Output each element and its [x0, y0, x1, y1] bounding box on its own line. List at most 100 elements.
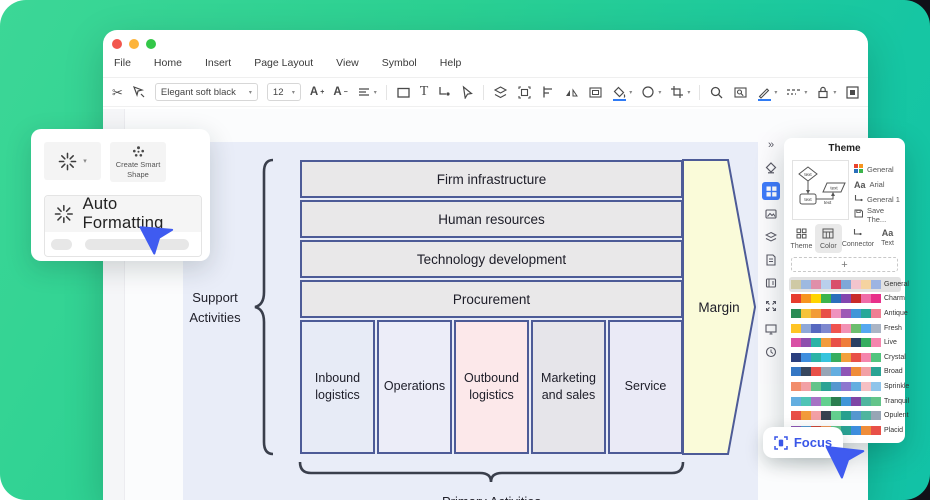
menu-item-insert[interactable]: Insert — [204, 57, 232, 69]
collapse-chevrons-icon[interactable]: » — [767, 139, 775, 151]
palette-row-broad[interactable]: Broad — [789, 365, 903, 380]
add-palette-button[interactable]: + — [791, 257, 898, 272]
theme-grid-icon[interactable] — [762, 182, 780, 200]
palette-row-fresh[interactable]: Fresh — [789, 321, 902, 336]
create-smart-shape-button[interactable]: Create Smart Shape — [110, 142, 166, 182]
layers-icon[interactable] — [762, 228, 780, 246]
shape-style-button[interactable]: ▾ — [641, 85, 661, 99]
palette-row-crystal[interactable]: Crystal — [789, 350, 906, 365]
theme-setting-general-1[interactable]: General 1 — [854, 192, 904, 207]
color-chip — [871, 308, 881, 318]
flip-mirror-button[interactable] — [564, 85, 579, 99]
support-row-shape[interactable]: Procurement — [300, 280, 683, 318]
lock-button[interactable]: ▾ — [816, 85, 836, 99]
color-chip — [831, 323, 841, 333]
text-align-button[interactable]: ▾ — [357, 85, 377, 99]
palette-row-charm[interactable]: Charm — [789, 292, 905, 307]
line-color-swatch — [758, 98, 772, 101]
background-image-icon[interactable] — [762, 205, 780, 223]
history-icon[interactable] — [762, 343, 780, 361]
color-chip — [831, 411, 841, 421]
cut-icon[interactable]: ✂ — [112, 84, 123, 100]
primary-column-shape[interactable]: Inbound logistics — [300, 320, 375, 454]
palette-row-antique[interactable]: Antique — [789, 306, 908, 321]
color-chip — [811, 279, 821, 289]
crop-button[interactable]: ▾ — [670, 85, 690, 99]
focus-button[interactable]: Focus — [763, 427, 843, 458]
fill-color-button[interactable]: ▾ — [612, 86, 632, 101]
expand-arrows-icon[interactable] — [762, 297, 780, 315]
line-color-button[interactable]: ▾ — [757, 86, 777, 101]
auto-formatting-button[interactable]: Auto Formatting — [45, 196, 201, 232]
support-row-shape[interactable]: Technology development — [300, 240, 683, 278]
palette-name: Broad — [884, 368, 903, 376]
group-button[interactable] — [517, 85, 532, 100]
menu-item-symbol[interactable]: Symbol — [381, 57, 417, 69]
smart-shape-button[interactable]: ▾ — [44, 142, 101, 180]
shape-rectangle-button[interactable] — [396, 85, 411, 100]
line-style-button[interactable]: ▾ — [786, 86, 807, 98]
layers-button[interactable] — [493, 85, 508, 100]
align-button[interactable] — [541, 85, 555, 99]
increase-font-button[interactable]: A+ — [309, 86, 325, 98]
library-icon[interactable] — [762, 274, 780, 292]
fill-style-icon[interactable] — [762, 159, 780, 177]
decrease-font-button[interactable]: A− — [333, 86, 348, 98]
notes-icon[interactable] — [762, 251, 780, 269]
theme-setting-general[interactable]: General — [854, 162, 904, 177]
font-size-select[interactable]: 12▾ — [266, 83, 301, 101]
palette-row-live[interactable]: Live — [789, 335, 901, 350]
format-painter-icon[interactable] — [132, 85, 146, 99]
insert-image-button[interactable] — [845, 85, 860, 100]
palette-row-sprinkle[interactable]: Sprinkle — [789, 379, 909, 394]
color-chip — [791, 352, 801, 362]
insert-text-button[interactable]: T — [419, 84, 429, 99]
color-chip — [851, 338, 861, 348]
palette-row-general[interactable]: General — [789, 277, 909, 292]
palette-grid-icon — [854, 164, 863, 175]
support-row-shape[interactable]: Human resources — [300, 200, 683, 238]
primary-column-shape[interactable]: Marketing and sales — [531, 320, 606, 454]
theme-setting-label: General 1 — [867, 195, 900, 204]
theme-setting-save-the-[interactable]: Save The... — [854, 206, 904, 224]
tab-theme[interactable]: Theme — [788, 224, 815, 253]
toolbar-separator — [385, 84, 387, 100]
minimize-window-button[interactable] — [129, 39, 139, 49]
margin-shape[interactable] — [682, 159, 757, 455]
color-chip — [791, 308, 801, 318]
zoom-search-button[interactable] — [709, 85, 724, 100]
theme-preview[interactable]: text text text text — [792, 160, 849, 220]
menu-item-view[interactable]: View — [336, 57, 359, 69]
find-replace-button[interactable] — [733, 85, 748, 100]
menu-item-help[interactable]: Help — [439, 57, 462, 69]
color-chip — [801, 308, 811, 318]
color-chip — [791, 323, 801, 333]
palette-row-opulent[interactable]: Opulent — [789, 408, 909, 423]
pointer-tool-button[interactable] — [460, 85, 474, 99]
primary-column-shape[interactable]: Operations — [377, 320, 452, 454]
color-chip — [801, 396, 811, 406]
menu-item-file[interactable]: File — [114, 57, 131, 69]
presentation-icon[interactable] — [762, 320, 780, 338]
menu-item-page-layout[interactable]: Page Layout — [254, 57, 314, 69]
color-chip — [841, 411, 851, 421]
chevron-down-icon: ▾ — [658, 89, 662, 96]
connector-button[interactable] — [437, 85, 451, 99]
primary-column-shape[interactable]: Service — [608, 320, 683, 454]
palette-row-tranquil[interactable]: Tranquil — [789, 394, 909, 409]
tab-connector[interactable]: Connector — [842, 224, 874, 253]
tab-color[interactable]: Color — [814, 224, 842, 253]
frame-button[interactable] — [588, 85, 603, 100]
font-family-select[interactable]: Elegant soft black▾ — [154, 83, 258, 101]
color-chip — [841, 323, 851, 333]
primary-column-shape[interactable]: Outbound logistics — [454, 320, 529, 454]
close-window-button[interactable] — [112, 39, 122, 49]
support-row-shape[interactable]: Firm infrastructure — [300, 160, 683, 198]
menu-item-home[interactable]: Home — [153, 57, 182, 69]
maximize-window-button[interactable] — [146, 39, 156, 49]
color-chip — [861, 396, 871, 406]
